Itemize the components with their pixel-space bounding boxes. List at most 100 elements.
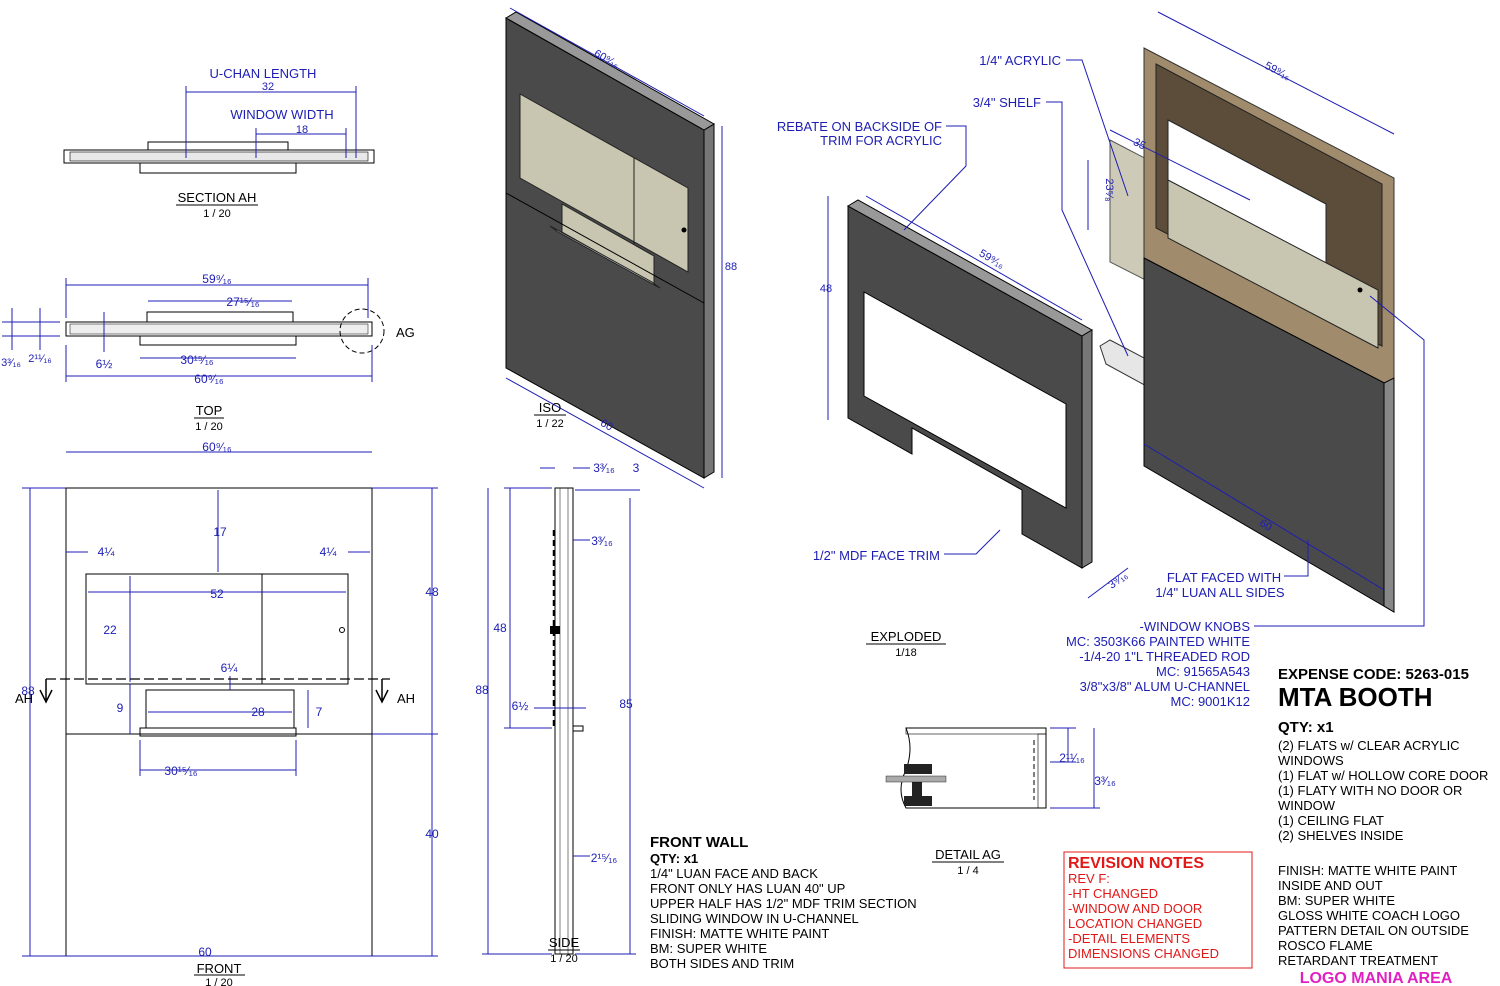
front-dim-30: 30¹⁵⁄₁₆ [164, 764, 197, 778]
top-view: AG 59⁹⁄₁₆ 27¹⁵⁄₁₆ 6½ 30¹⁵⁄₁₆ 60⁹⁄₁₆ 3³⁄₁… [1, 272, 415, 433]
top-dim-7: 2¹¹⁄₁₆ [28, 353, 51, 365]
mdf-callout: 1/2" MDF FACE TRIM [813, 548, 940, 563]
exploded-scale: 1/18 [895, 647, 916, 659]
hardware-line-6: MC: 9001K12 [1171, 694, 1251, 709]
revision-line-5: -DETAIL ELEMENTS [1068, 931, 1190, 946]
front-wall-title: FRONT WALL [650, 834, 748, 851]
cut-label-right: AH [397, 691, 415, 706]
front-dim-40: 40 [425, 827, 439, 841]
section-ah-title: SECTION AH [178, 190, 257, 205]
iso-dim-height: 88 [725, 261, 737, 273]
section-ah-scale: 1 / 20 [203, 208, 231, 220]
side-dim-3: 3 [633, 461, 640, 475]
exp-dim-35: 35 [1131, 136, 1147, 152]
side-dim-48: 48 [493, 621, 507, 635]
detail-ag-title: DETAIL AG [935, 847, 1001, 862]
iso-dim-base: 60 [598, 417, 615, 433]
side-dim-85: 85 [619, 697, 633, 711]
front-scale: 1 / 20 [205, 977, 233, 986]
flat-callout-2: 1/4" LUAN ALL SIDES [1155, 585, 1284, 600]
exp-dim-60: 60 [1257, 517, 1274, 534]
project-name: MTA BOOTH [1278, 682, 1433, 712]
revision-line-6: DIMENSIONS CHANGED [1068, 946, 1219, 961]
front-dim-left-4q: 4¼ [98, 545, 116, 559]
front-dim-6q: 6¼ [221, 661, 239, 675]
detail-dim-1: 2¹¹⁄₁₆ [1059, 751, 1085, 765]
top-title: TOP [196, 403, 223, 418]
hardware-notes: -WINDOW KNOBS MC: 3503K66 PAINTED WHITE … [1066, 619, 1250, 709]
exp-dim-23: 23⁵⁄₈ [1103, 178, 1115, 201]
top-scale: 1 / 20 [195, 421, 223, 433]
cut-label-left: AH [15, 691, 33, 706]
u-chan-length-label: U-CHAN LENGTH [210, 66, 317, 81]
exp-dim-height: 48 [820, 283, 832, 295]
detail-ag-tag: AG [396, 325, 415, 340]
rebate-callout-1: REBATE ON BACKSIDE OF [777, 119, 942, 134]
hardware-line-5: 3/8"x3/8" ALUM U-CHANNEL [1080, 679, 1250, 694]
exploded-view: 59⁹⁄₁₆ 48 59⁹⁄₁₆ 35 23⁵⁄₈ 60 3⁹⁄₁₆ 1/4" … [777, 11, 1425, 659]
hardware-line-4: MC: 91565A543 [1156, 664, 1250, 679]
front-wall-line-6: BM: SUPER WHITE [650, 941, 767, 956]
iso-view: 60⁹⁄₁₆ 88 60 ISO 1 / 22 [505, 7, 737, 489]
front-dim-88: 88 [21, 684, 35, 698]
front-title: FRONT [197, 961, 242, 976]
title-line-4: (1) FLATY WITH NO DOOR OR [1278, 783, 1462, 798]
exp-dim-width: 59⁹⁄₁₆ [1263, 60, 1292, 83]
title-line-9: FINISH: MATTE WHITE PAINT [1278, 863, 1457, 878]
acrylic-callout: 1/4" ACRYLIC [979, 53, 1061, 68]
title-line-7: (2) SHELVES INSIDE [1278, 828, 1404, 843]
iso-scale: 1 / 22 [536, 418, 564, 430]
detail-ag-view: 2¹¹⁄₁₆ 3³⁄₁₆ DETAIL AG 1 / 4 [885, 727, 1116, 877]
front-wall-qty: QTY: x1 [650, 851, 698, 866]
top-dim-2: 27¹⁵⁄₁₆ [226, 295, 259, 309]
rebate-callout-2: TRIM FOR ACRYLIC [820, 133, 942, 148]
side-dim-33: 3³⁄₁₆ [593, 461, 615, 475]
side-view: 3³⁄₁₆ 3 3³⁄₁₆ 48 88 6½ 85 2¹⁵⁄₁₆ SIDE 1 … [475, 461, 640, 965]
title-line-2: WINDOWS [1278, 753, 1344, 768]
title-line-5: WINDOW [1278, 798, 1336, 813]
exploded-title: EXPLODED [871, 629, 942, 644]
title-line-1: (2) FLATS w/ CLEAR ACRYLIC [1278, 738, 1460, 753]
side-dim-65: 6½ [512, 699, 529, 713]
front-wall-line-2: FRONT ONLY HAS LUAN 40" UP [650, 881, 845, 896]
iso-title: ISO [539, 400, 561, 415]
front-view: 60⁹⁄₁₆ 17 4¼ 4¼ 52 22 6¼ 9 28 7 30¹⁵⁄₁₆ … [15, 440, 439, 986]
top-dim-4: 30¹⁵⁄₁₆ [180, 353, 213, 367]
revision-title: REVISION NOTES [1068, 855, 1204, 872]
front-wall-line-5: FINISH: MATTE WHITE PAINT [650, 926, 829, 941]
top-dim-1: 59⁹⁄₁₆ [202, 272, 232, 286]
front-wall-line-7: BOTH SIDES AND TRIM [650, 956, 794, 971]
revision-line-2: -HT CHANGED [1068, 886, 1158, 901]
window-width-value: 18 [296, 124, 308, 136]
front-wall-line-1: 1/4" LUAN FACE AND BACK [650, 866, 818, 881]
front-dim-17: 17 [213, 525, 227, 539]
front-wall-notes: FRONT WALL QTY: x1 1/4" LUAN FACE AND BA… [650, 834, 917, 971]
title-line-10: INSIDE AND OUT [1278, 878, 1383, 893]
front-dim-28: 28 [251, 705, 265, 719]
revision-line-1: REV F: [1068, 871, 1110, 886]
project-qty: QTY: x1 [1278, 719, 1334, 736]
flat-callout-1: FLAT FACED WITH [1167, 570, 1281, 585]
title-line-14: ROSCO FLAME [1278, 938, 1373, 953]
section-ah-view: U-CHAN LENGTH 32 WINDOW WIDTH 18 SECTION… [63, 66, 375, 220]
front-dim-width: 60⁹⁄₁₆ [202, 440, 232, 454]
front-dim-52: 52 [210, 587, 224, 601]
title-line-6: (1) CEILING FLAT [1278, 813, 1384, 828]
title-line-15: RETARDANT TREATMENT [1278, 953, 1438, 968]
window-width-label: WINDOW WIDTH [230, 107, 333, 122]
title-block: EXPENSE CODE: 5263-015 MTA BOOTH QTY: x1… [1278, 666, 1488, 986]
front-dim-60: 60 [198, 945, 212, 959]
expense-code: EXPENSE CODE: 5263-015 [1278, 666, 1469, 683]
hardware-line-3: -1/4-20 1"L THREADED ROD [1079, 649, 1250, 664]
title-line-12: GLOSS WHITE COACH LOGO [1278, 908, 1460, 923]
detail-ag-scale: 1 / 4 [957, 865, 978, 877]
top-dim-5: 60⁹⁄₁₆ [194, 372, 224, 386]
front-dim-right-4q: 4¼ [320, 545, 338, 559]
front-dim-9: 9 [117, 701, 124, 715]
detail-dim-2: 3³⁄₁₆ [1094, 774, 1116, 788]
title-line-11: BM: SUPER WHITE [1278, 893, 1395, 908]
exp-dim-3: 3⁹⁄₁₆ [1106, 570, 1130, 592]
side-dim-33b: 3³⁄₁₆ [591, 534, 613, 548]
top-dim-6: 3³⁄₁₆ [1, 357, 21, 369]
